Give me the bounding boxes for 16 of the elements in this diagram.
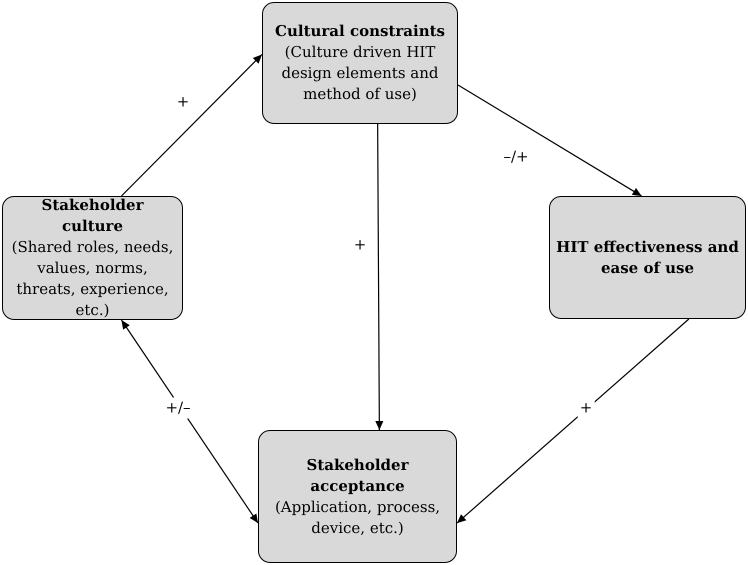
node-text: (Culture driven HIT design elements and method of use): [280, 42, 440, 105]
node-heading: Stakeholder acceptance: [306, 454, 410, 496]
rounded-box: [258, 430, 457, 563]
node-heading: Cultural constraints: [275, 21, 445, 42]
arrow: [120, 320, 258, 524]
arrow: [121, 54, 262, 196]
rounded-box: [262, 2, 458, 124]
rounded-box: [549, 196, 746, 319]
arrow: [456, 318, 690, 524]
rounded-box: [2, 196, 183, 320]
node-text: (Application, process, device, etc.): [274, 496, 442, 538]
node-text: (Shared roles, needs, values, norms, threats, experience, etc.): [10, 237, 174, 321]
arrow: [375, 124, 384, 430]
node-heading: HIT effectiveness and ease of use: [556, 236, 739, 278]
arrow: [458, 84, 642, 197]
node-heading: Stakeholder culture: [40, 195, 145, 237]
